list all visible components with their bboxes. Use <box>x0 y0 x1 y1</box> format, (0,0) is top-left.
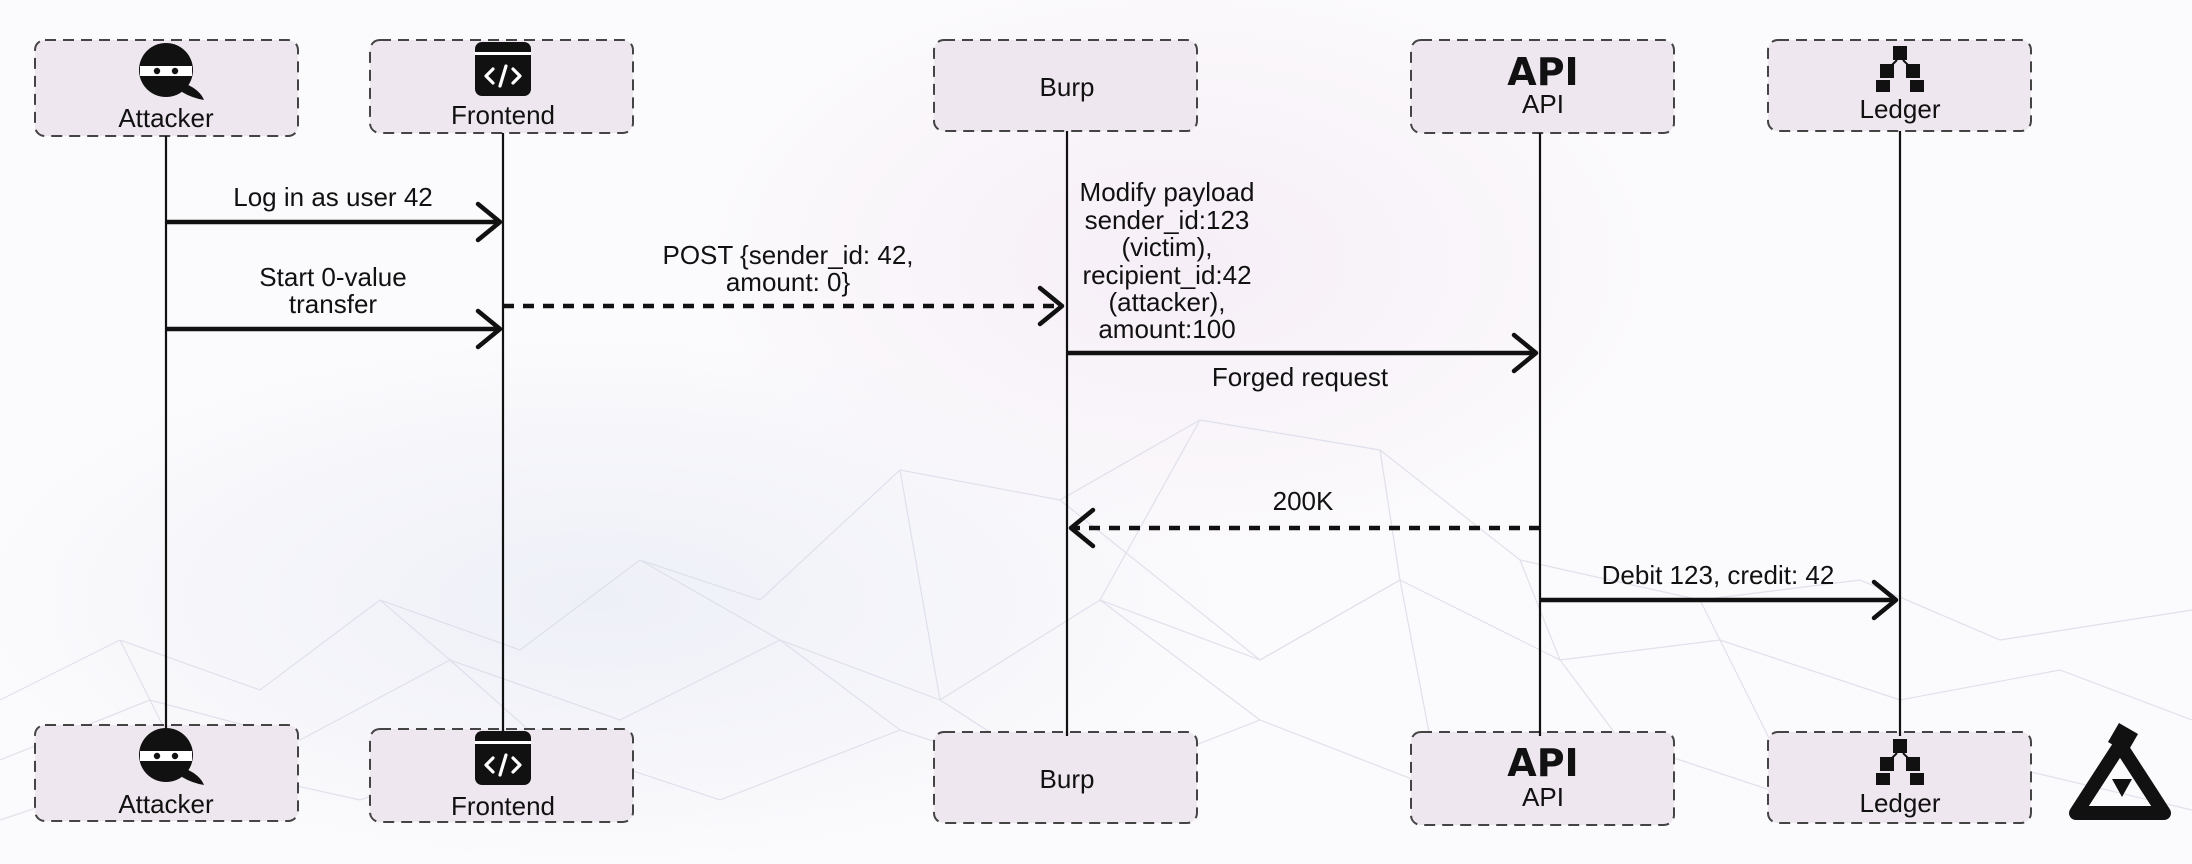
code-window-icon <box>475 731 531 785</box>
api-box-bottom[interactable] <box>1410 731 1675 826</box>
message-start-transfer: Start 0-value transfer <box>166 262 503 350</box>
participant-label-api: API <box>1522 782 1564 812</box>
code-window-icon <box>475 42 531 96</box>
note-line-3: (victim), <box>1122 232 1213 262</box>
participant-label-ledger: Ledger <box>1860 788 1941 818</box>
message-label-forged: Forged request <box>1212 362 1389 392</box>
note-line-4: recipient_id:42 <box>1082 260 1251 290</box>
api-box-top[interactable] <box>1410 39 1675 134</box>
participant-label-attacker: Attacker <box>118 789 214 819</box>
api-text-icon: API <box>1507 50 1578 94</box>
note-line-2: sender_id:123 <box>1085 205 1250 235</box>
ledger-box-top[interactable] <box>1767 39 2032 132</box>
message-post-request: POST {sender_id: 42, amount: 0} <box>503 240 1065 327</box>
api-text-icon: API <box>1507 741 1578 785</box>
message-label-post-2: amount: 0} <box>726 267 851 297</box>
participant-label-burp: Burp <box>1040 72 1095 102</box>
participant-label-frontend: Frontend <box>451 100 555 130</box>
lifelines <box>164 131 1902 736</box>
note-line-6: amount:100 <box>1098 314 1235 344</box>
participant-label-attacker: Attacker <box>118 103 214 133</box>
message-label-post-1: POST {sender_id: 42, <box>662 240 913 270</box>
ninja-icon <box>139 43 204 100</box>
burp-box-bottom[interactable] <box>933 731 1198 824</box>
ninja-icon <box>139 728 204 785</box>
cubes-icon <box>1876 739 1924 785</box>
message-login: Log in as user 42 <box>166 182 503 243</box>
message-label-ledger: Debit 123, credit: 42 <box>1602 560 1835 590</box>
message-label-response: 200K <box>1273 486 1334 516</box>
message-label-start-transfer-1: Start 0-value <box>259 262 406 292</box>
brand-logo <box>2069 722 2171 820</box>
message-ledger-update: Debit 123, credit: 42 <box>1540 560 1899 621</box>
note-modify-payload: Modify payload sender_id:123 (victim), r… <box>1080 177 1255 344</box>
message-label-start-transfer-2: transfer <box>289 289 377 319</box>
participant-label-frontend: Frontend <box>451 791 555 821</box>
note-line-1: Modify payload <box>1080 177 1255 207</box>
note-line-5: (attacker), <box>1108 287 1225 317</box>
message-forged-request: Forged request <box>1067 332 1539 392</box>
participant-label-api: API <box>1522 89 1564 119</box>
ledger-box-bottom[interactable] <box>1767 731 2032 824</box>
message-label-login: Log in as user 42 <box>233 182 432 212</box>
burp-box-top[interactable] <box>933 39 1198 132</box>
participant-label-burp: Burp <box>1040 764 1095 794</box>
cubes-icon <box>1876 46 1924 92</box>
message-response: 200K <box>1068 486 1540 549</box>
participant-boxes <box>34 39 2032 826</box>
participant-label-ledger: Ledger <box>1860 94 1941 124</box>
